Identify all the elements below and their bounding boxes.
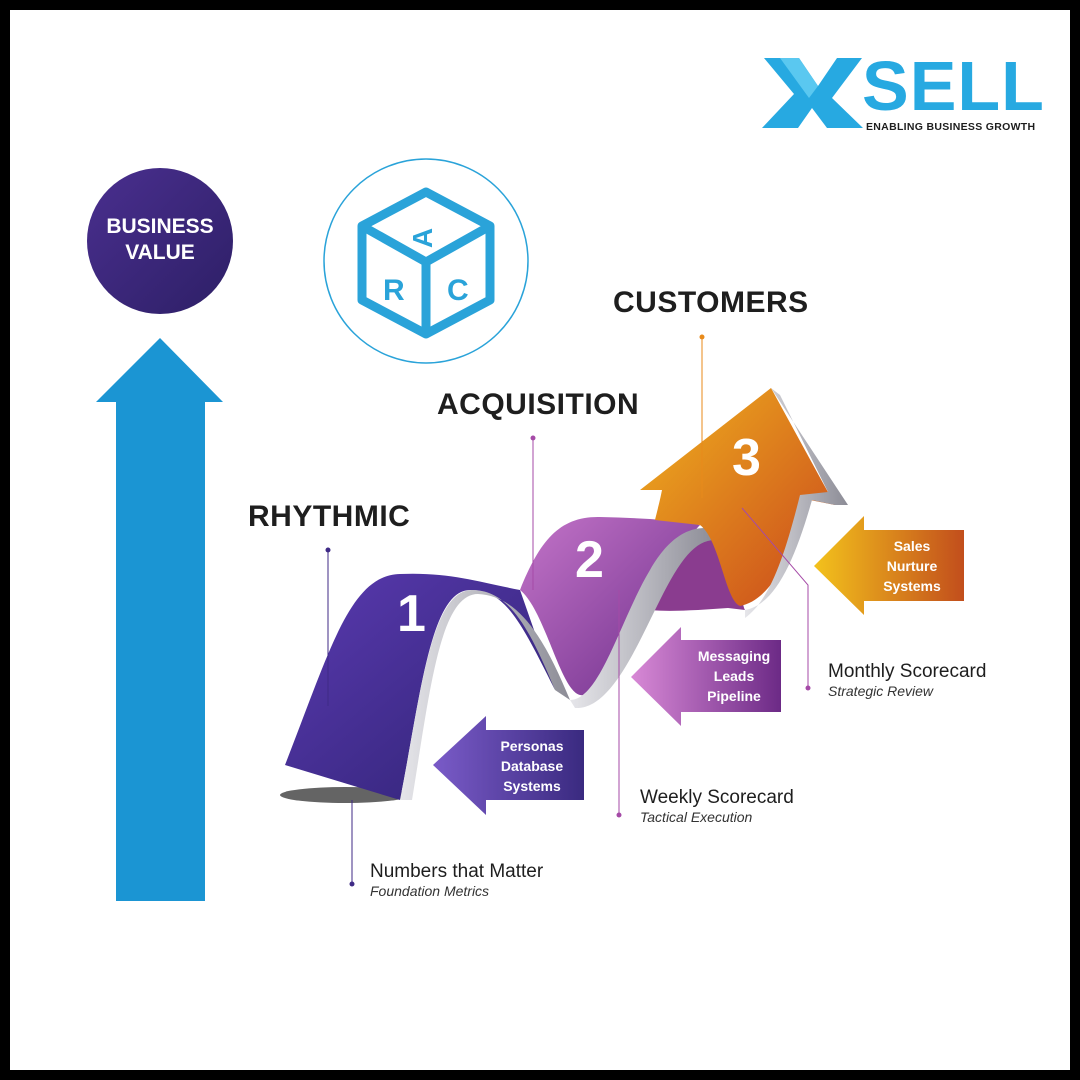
scorecard-monthly-title: Monthly Scorecard — [828, 661, 987, 682]
input-arrow-1-line1: Personas — [500, 738, 564, 754]
wave-segment-2 — [520, 516, 700, 696]
business-value-circle — [87, 168, 233, 314]
stage-number-2: 2 — [575, 531, 604, 589]
stage-number-3: 3 — [732, 429, 761, 487]
leader-dot-weekly — [616, 812, 622, 818]
input-arrow-2-line1: Messaging — [697, 648, 771, 664]
xsell-logo-text: SELL — [862, 50, 1045, 122]
stage-label-acquisition: ACQUISITION — [437, 388, 640, 421]
scorecard-weekly-title: Weekly Scorecard — [640, 787, 794, 808]
arc-letter-r: R — [383, 274, 405, 307]
input-arrow-3-line1: Sales — [893, 538, 931, 554]
wave-segment-1 — [285, 573, 555, 800]
input-arrow-3-line3: Systems — [883, 578, 941, 594]
xsell-logo-tagline: ENABLING BUSINESS GROWTH — [866, 121, 1036, 133]
scorecard-weekly: Weekly Scorecard Tactical Execution — [640, 787, 794, 825]
leader-dot-acquisition — [530, 435, 536, 441]
arc-cube-icon — [357, 187, 495, 339]
arc-letter-c: C — [447, 274, 469, 307]
leader-line-monthly — [741, 507, 809, 688]
scorecard-weekly-subtitle: Tactical Execution — [640, 809, 753, 825]
scorecard-monthly: Monthly Scorecard Strategic Review — [828, 661, 986, 699]
leader-dot-numbers — [349, 881, 355, 887]
input-arrow-1-line2: Database — [500, 758, 564, 774]
xsell-logo-brand-suffix: SELL — [862, 47, 1045, 125]
leader-lines — [325, 334, 811, 887]
input-arrow-3 — [814, 516, 964, 615]
input-arrow-1 — [433, 716, 584, 815]
input-arrow-1-line3: Systems — [503, 778, 561, 794]
business-value-line1: BUSINESS — [106, 215, 214, 238]
input-arrow-2-text: Messaging Leads Pipeline — [686, 646, 782, 706]
scorecard-numbers-title: Numbers that Matter — [370, 861, 544, 882]
input-arrow-1-text: Personas Database Systems — [486, 736, 578, 796]
input-arrow-2 — [631, 627, 781, 726]
wave-edge-2 — [570, 528, 715, 709]
business-value-line2: VALUE — [125, 241, 195, 264]
input-arrow-3-text: Sales Nurture Systems — [866, 536, 958, 596]
scorecard-numbers: Numbers that Matter Foundation Metrics — [370, 861, 543, 899]
scorecard-numbers-subtitle: Foundation Metrics — [370, 883, 490, 899]
stage-label-rhythmic: RHYTHMIC — [248, 500, 411, 533]
business-value-arrow — [96, 338, 223, 901]
business-value-label: BUSINESS VALUE — [92, 214, 228, 266]
stage-label-customers: CUSTOMERS — [613, 286, 809, 319]
input-arrow-2-line2: Leads — [713, 668, 755, 684]
xsell-logo-mark — [762, 58, 863, 128]
leader-dot-customers — [699, 334, 705, 340]
leader-dot-rhythmic — [325, 547, 331, 553]
input-arrow-2-line3: Pipeline — [707, 688, 761, 704]
scorecard-monthly-subtitle: Strategic Review — [828, 683, 934, 699]
input-arrow-3-line2: Nurture — [886, 558, 938, 574]
arc-letter-a: A — [407, 227, 439, 249]
stage-number-1: 1 — [397, 585, 426, 643]
wave-edge-3 — [745, 388, 848, 618]
leader-dot-monthly — [805, 685, 811, 691]
